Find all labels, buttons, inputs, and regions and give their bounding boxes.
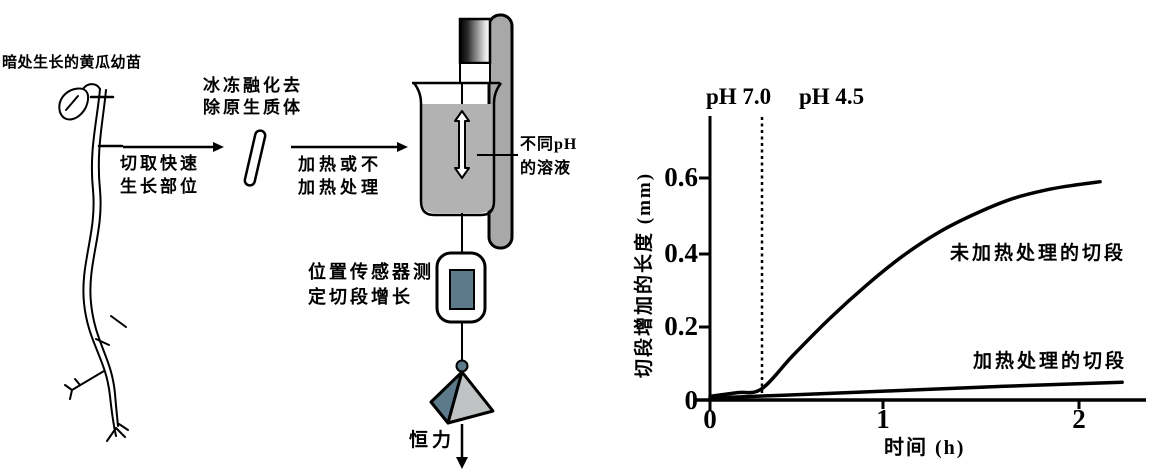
stem-left-line [82, 88, 117, 437]
curve-label-heated: 加热处理的切段 [973, 351, 1128, 372]
y-tick-label-0.6: 0.6 [664, 162, 698, 192]
ph7-region-label: pH 7.0 [706, 84, 772, 109]
sensor-drawing [435, 251, 487, 324]
stem-right-line [89, 89, 119, 427]
curve-heated [708, 380, 1124, 400]
root-branch [110, 315, 127, 328]
seedling-label: 暗处生长的黄瓜幼苗 [2, 55, 142, 71]
sensor-label: 位置传感器测 定切段增长 [308, 262, 434, 307]
curve-label-unheated: 未加热处理的切段 [950, 243, 1127, 264]
curve-unheated [708, 179, 1102, 399]
arrow-step1-icon [123, 142, 224, 152]
sensor-core [449, 269, 475, 310]
segment-in-solution-drawing [454, 110, 470, 179]
y-tick-marks [699, 176, 710, 329]
freeze-step-label: 冰冻融化去 除原生质体 [203, 76, 303, 117]
motor-block-drawing [458, 17, 492, 84]
ph45-region-label: pH 4.5 [799, 84, 865, 109]
hook-curve [82, 83, 101, 90]
y-tick-label-0.2: 0.2 [664, 311, 698, 341]
solution-label: 不同pH 的溶液 [520, 136, 578, 177]
chart-axes [695, 116, 1146, 411]
x-tick-marks [881, 400, 1081, 409]
cotyledon-vein [65, 95, 79, 111]
x-tick-label-0: 0 [703, 404, 717, 434]
force-arrow-icon [456, 424, 468, 469]
x-tick-label-2: 2 [1072, 404, 1086, 434]
cotyledon-shape [58, 87, 90, 121]
weight-drawing [429, 359, 495, 425]
y-tick-label-0: 0 [684, 385, 699, 415]
arrow-step2-icon [291, 142, 408, 152]
seedling-drawing [58, 83, 129, 442]
beaker-drawing [412, 81, 503, 217]
y-axis-title: 切段增加的长度 (mm) [634, 171, 655, 378]
heat-step-label: 加热或不 加热处理 [298, 155, 382, 197]
root-branch [64, 370, 105, 400]
holder-block [459, 62, 491, 84]
y-tick-label-0.4: 0.4 [664, 238, 698, 268]
beaker-walls [412, 82, 503, 217]
root-branch [106, 423, 129, 442]
cut-step-label: 切取快速 生长部位 [120, 154, 200, 196]
solution-fill [422, 104, 493, 213]
cut-segment-drawing [243, 129, 267, 187]
x-tick-label-1: 1 [876, 404, 890, 434]
x-axis-title: 时间 (h) [884, 437, 966, 459]
root-branch [95, 338, 110, 346]
force-label: 恒力 [409, 430, 456, 451]
